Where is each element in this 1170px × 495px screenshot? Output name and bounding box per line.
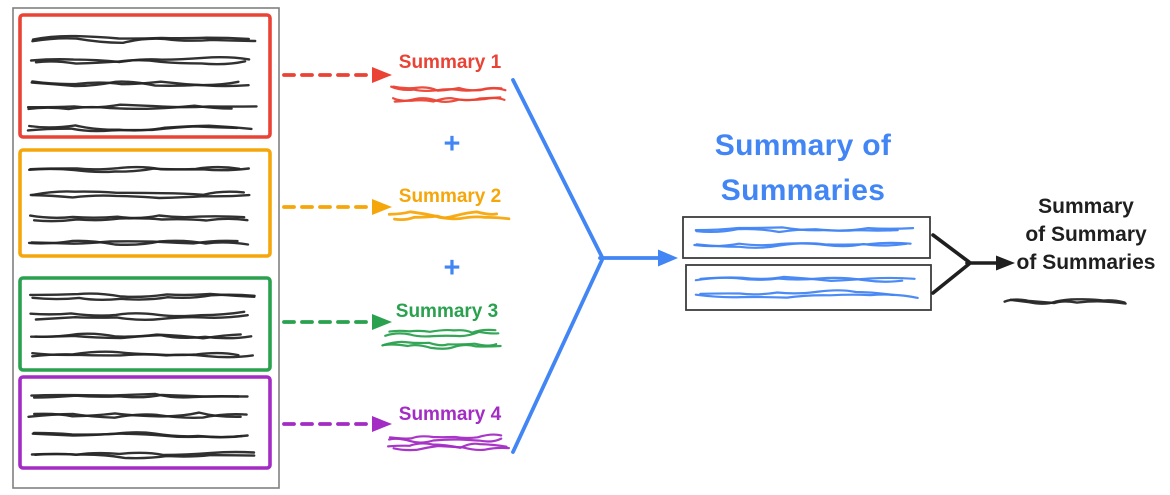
document-box-2 bbox=[18, 148, 272, 258]
summary-2-label: Summary 2 bbox=[399, 186, 501, 207]
summary-of-summaries-title-line2: Summaries bbox=[721, 174, 885, 207]
arrowhead-blue bbox=[658, 249, 678, 267]
merge-bracket-blue bbox=[511, 78, 678, 454]
summary-2-scribble bbox=[387, 210, 511, 222]
arrow-doc3-to-summary3 bbox=[282, 314, 392, 330]
summary-1-label: Summary 1 bbox=[399, 52, 502, 73]
arrow-doc1-to-summary1 bbox=[282, 67, 392, 83]
summary-3-label: Summary 3 bbox=[396, 301, 498, 322]
document-box-1 bbox=[18, 13, 272, 139]
final-summary-label-line1: Summary bbox=[1038, 195, 1134, 218]
final-summary-scribble bbox=[1003, 298, 1127, 305]
arrow-doc4-to-summary4 bbox=[282, 416, 392, 432]
arrowhead-black bbox=[996, 255, 1015, 271]
plus-sign-1: + bbox=[444, 128, 461, 160]
documents-container-box bbox=[12, 7, 280, 489]
sos-box-1-scribble bbox=[693, 226, 915, 249]
summary-3-scribble bbox=[381, 328, 502, 350]
arrowhead-purple bbox=[372, 416, 392, 432]
final-summary-label-line2: of Summary bbox=[1025, 223, 1147, 246]
arrowhead-green bbox=[372, 314, 392, 330]
arrow-doc2-to-summary2 bbox=[282, 199, 392, 215]
arrowhead-red bbox=[372, 67, 392, 83]
document-box-4 bbox=[18, 375, 272, 470]
summary-4-scribble bbox=[387, 433, 510, 452]
sos-box-2 bbox=[685, 264, 932, 311]
sos-box-1 bbox=[682, 216, 931, 259]
document-2-text-scribble bbox=[27, 165, 251, 246]
merge-bracket-black bbox=[931, 233, 1015, 295]
arrowhead-orange bbox=[372, 199, 392, 215]
final-summary-label-line3: of Summaries bbox=[1017, 251, 1156, 274]
document-3-text-scribble bbox=[29, 292, 256, 359]
plus-sign-2: + bbox=[444, 252, 461, 284]
document-1-text-scribble bbox=[26, 34, 258, 133]
sos-box-2-scribble bbox=[694, 275, 919, 299]
summary-1-scribble bbox=[390, 85, 507, 103]
summary-4-label: Summary 4 bbox=[399, 404, 502, 425]
document-4-text-scribble bbox=[27, 392, 256, 460]
summary-of-summaries-title-line1: Summary of bbox=[715, 129, 892, 162]
document-box-3 bbox=[18, 276, 272, 372]
